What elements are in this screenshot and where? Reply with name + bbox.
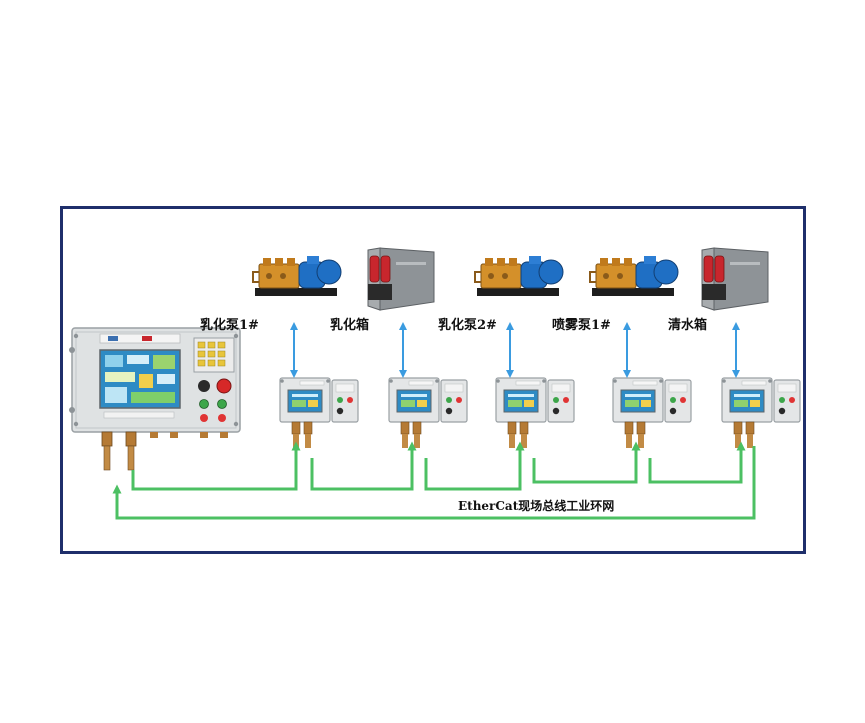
bus-segment-node3-to-node4 xyxy=(532,441,641,484)
water-tank-icon xyxy=(367,247,435,311)
keypad-keys xyxy=(197,341,226,367)
bus-segment-main-to-node1 xyxy=(131,441,301,491)
emergency-stop-button xyxy=(216,378,232,394)
hmi-screen-schematic xyxy=(105,355,175,403)
network-label: EtherCat现场总线工业环网 xyxy=(458,499,615,513)
device-label: 乳化泵1# xyxy=(200,318,259,333)
field-controller xyxy=(279,377,359,448)
emulsion-pump-icon xyxy=(252,256,342,296)
bus-return-loop xyxy=(112,446,756,520)
ethercat-ring xyxy=(112,441,756,520)
main-controller-cabinet xyxy=(69,327,241,471)
field-controller xyxy=(388,377,468,448)
device-label: 乳化箱 xyxy=(330,318,370,333)
field-controller xyxy=(495,377,575,448)
bus-segment-node1-to-node2 xyxy=(310,441,417,491)
field-controller xyxy=(721,377,801,448)
rotary-switch xyxy=(198,380,210,392)
field-devices xyxy=(252,247,769,311)
cabinet-bolts xyxy=(69,333,239,427)
device-label: 清水箱 xyxy=(668,318,708,333)
device-label: 乳化泵2# xyxy=(438,318,497,333)
emulsion-pump-icon xyxy=(474,256,564,296)
bus-segment-node2-to-node3 xyxy=(424,441,525,491)
emulsion-pump-icon xyxy=(589,256,679,296)
device-links xyxy=(290,322,740,378)
device-label: 喷雾泵1# xyxy=(552,318,611,333)
water-tank-icon xyxy=(701,247,769,311)
bus-segment-node4-to-node5 xyxy=(648,441,746,484)
main-cable-glands xyxy=(101,431,228,471)
field-controller xyxy=(612,377,692,448)
field-controllers xyxy=(279,377,801,448)
